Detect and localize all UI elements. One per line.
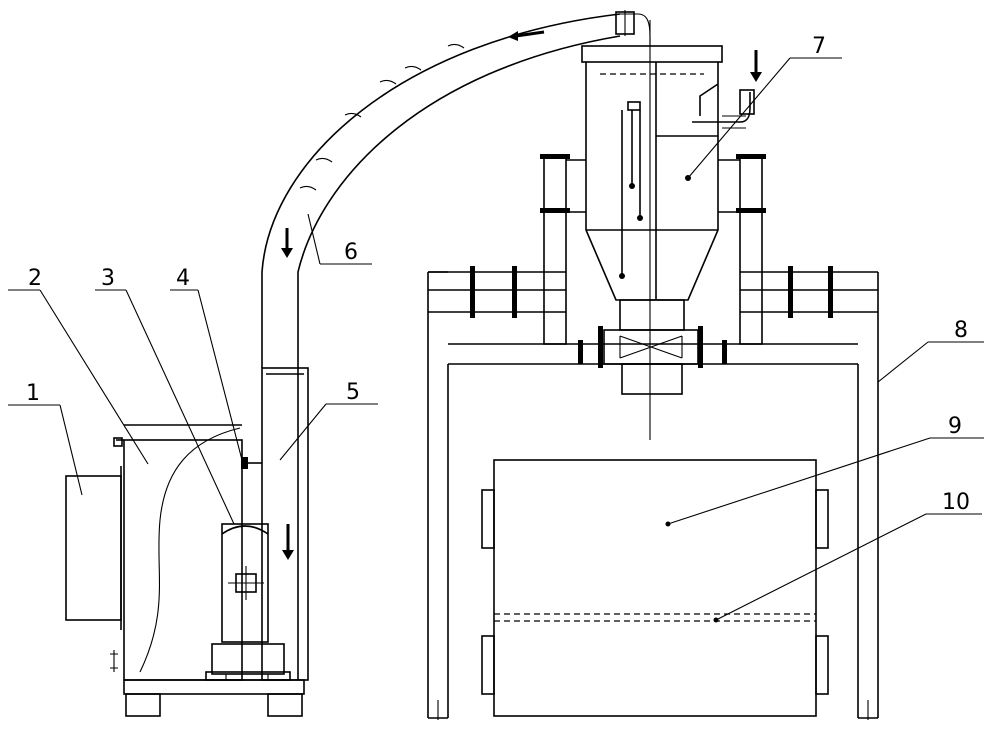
conveying-hose xyxy=(261,10,651,368)
filter-column xyxy=(261,367,309,681)
drum xyxy=(493,459,817,717)
left-base xyxy=(123,679,305,695)
left-unit xyxy=(65,367,309,717)
hopper-body xyxy=(585,62,719,301)
label-1: 1 xyxy=(26,381,40,406)
control-box xyxy=(65,475,122,621)
label-5: 5 xyxy=(346,380,360,405)
hopper-lid xyxy=(581,45,723,63)
label-4: 4 xyxy=(176,266,190,291)
label-10: 10 xyxy=(942,490,970,515)
labels: 1 2 3 4 5 6 7 8 9 10 xyxy=(26,34,970,515)
right-unit xyxy=(427,20,879,720)
frame xyxy=(427,271,448,718)
label-7: 7 xyxy=(812,34,826,59)
label-8: 8 xyxy=(954,318,968,343)
label-2: 2 xyxy=(28,266,42,291)
label-9: 9 xyxy=(948,414,962,439)
leader-lines xyxy=(8,57,984,623)
pump-body xyxy=(221,523,269,643)
flow-arrow-left xyxy=(515,30,545,38)
label-6: 6 xyxy=(344,240,358,265)
label-3: 3 xyxy=(101,266,115,291)
